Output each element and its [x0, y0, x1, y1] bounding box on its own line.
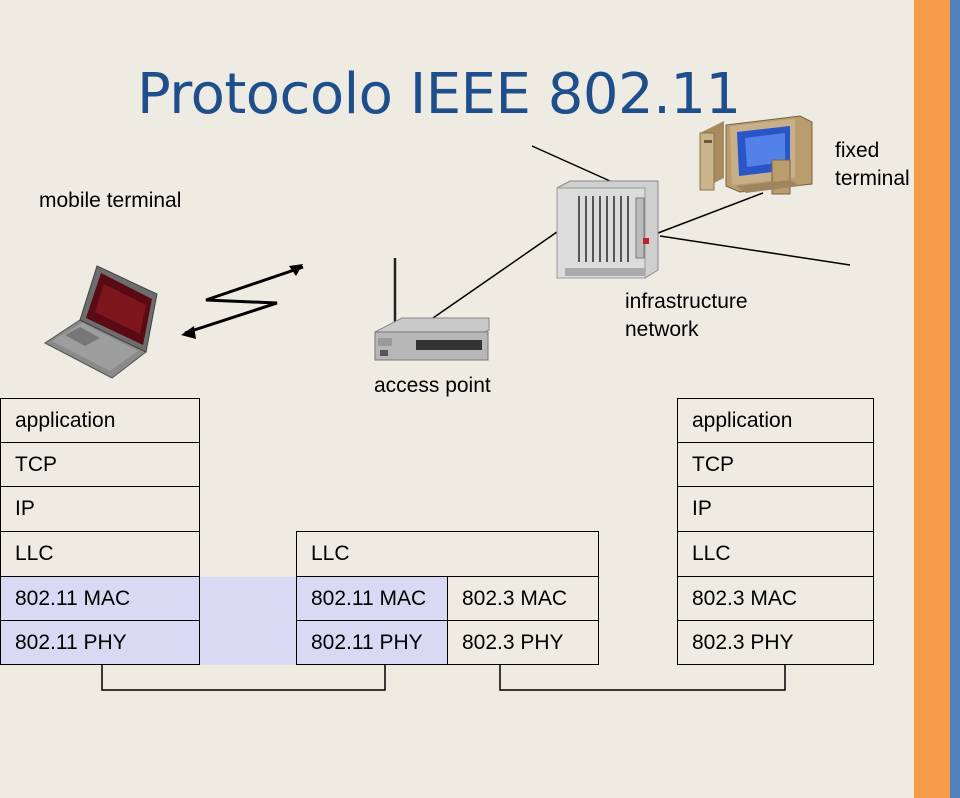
- accent-stripe-orange: [914, 0, 950, 798]
- switch-rack-icon: [556, 180, 659, 279]
- ap-to-rack-line: [432, 231, 558, 319]
- desktop-computer-icon: [699, 115, 813, 195]
- access-point-label: access point: [374, 374, 491, 397]
- mobile-terminal-label: mobile terminal: [39, 189, 182, 212]
- diagram-graphics: [44, 115, 851, 691]
- accent-stripe-blue: [950, 0, 960, 798]
- wireless-link-icon: [181, 264, 304, 339]
- rack-to-network-line: [659, 235, 851, 266]
- infrastructure-label-line2: network: [625, 318, 699, 341]
- rack-line-topleft: [531, 145, 611, 182]
- rack-to-computer-line: [657, 192, 764, 234]
- laptop-icon: [44, 265, 158, 379]
- ap-layer-wifi-phy: 802.11 PHY: [296, 620, 448, 665]
- ap-layer-eth-phy: 802.3 PHY: [447, 620, 599, 665]
- mobile-layer-mac: 802.11 MAC: [0, 576, 200, 621]
- mobile-layer-phy: 802.11 PHY: [0, 620, 200, 665]
- page-title: Protocolo IEEE 802.11: [137, 62, 741, 127]
- wired-link-bracket: [499, 665, 786, 691]
- fixed-terminal-label-line2: terminal: [835, 167, 910, 190]
- fixed-layer-phy: 802.3 PHY: [677, 620, 874, 665]
- access-point-icon: [374, 258, 490, 361]
- fixed-terminal-label-line1: fixed: [835, 139, 880, 162]
- wireless-medium-shade: [199, 577, 297, 665]
- wireless-link-bracket: [101, 665, 386, 691]
- infrastructure-label-line1: infrastructure: [625, 290, 748, 313]
